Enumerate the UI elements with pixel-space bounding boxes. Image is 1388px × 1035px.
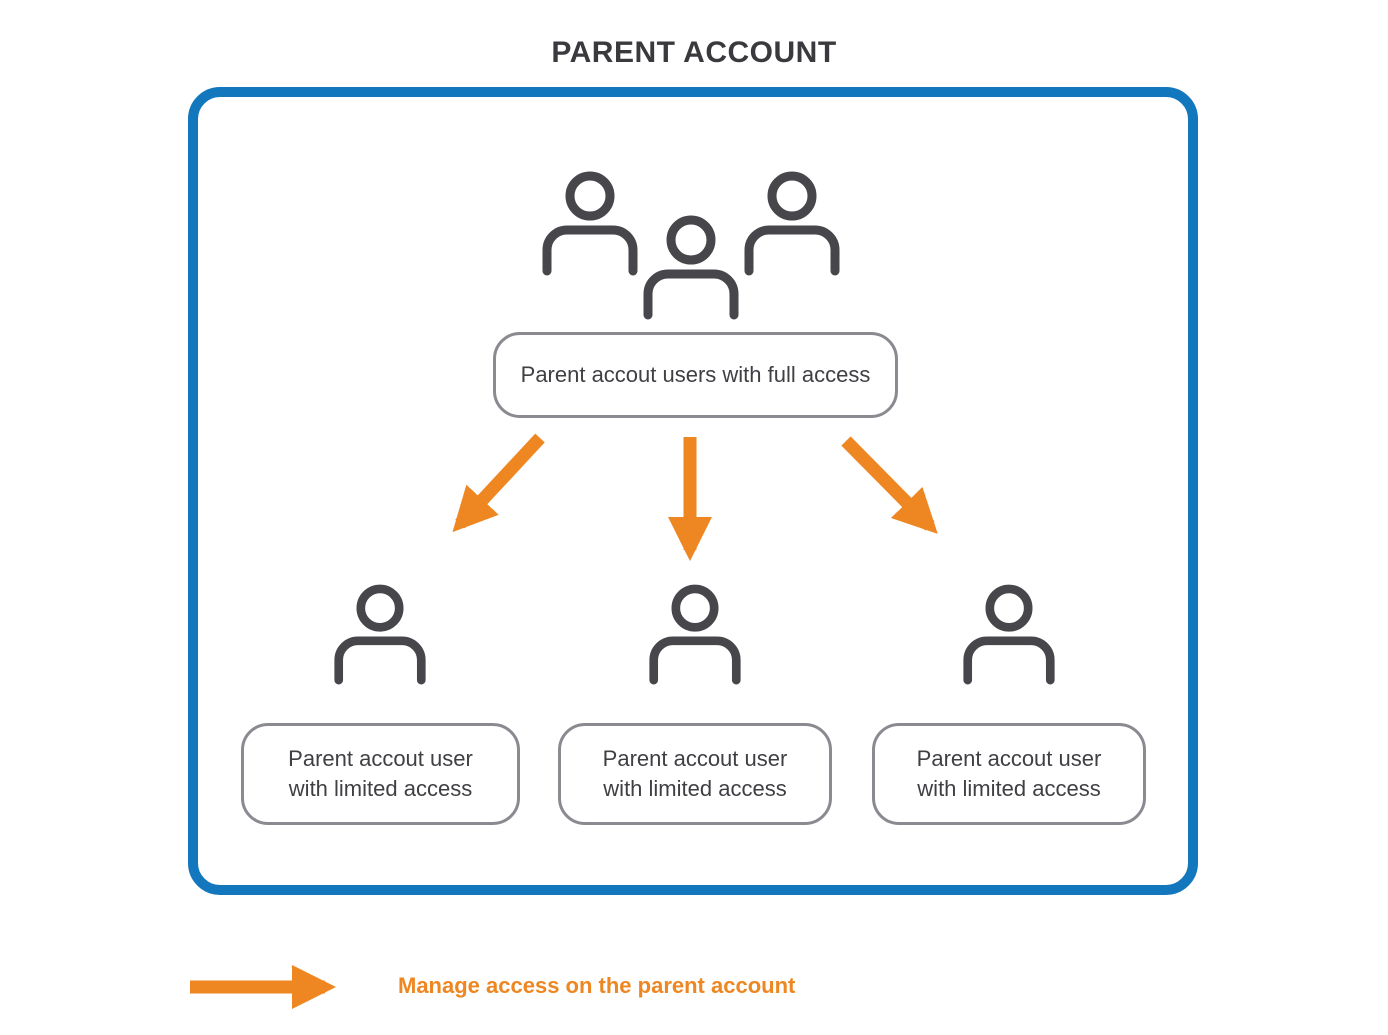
legend-label: Manage access on the parent account — [398, 973, 796, 998]
limited-access-label-line: Parent accout user — [602, 746, 788, 771]
limited-access-label-line: with limited access — [288, 776, 473, 801]
page-title: PARENT ACCOUNT — [551, 36, 837, 69]
limited-access-label-line: with limited access — [603, 776, 787, 801]
limited-access-label-box-2: Parent accout user with limited access — [558, 723, 832, 825]
limited-access-label-line: with limited access — [917, 776, 1101, 801]
limited-access-label-box-1: Parent accout user with limited access — [241, 723, 520, 825]
limited-user-icon-3 — [961, 584, 1057, 686]
limited-access-label-box-3: Parent accout user with limited access — [872, 723, 1146, 825]
limited-user-icon-1 — [332, 584, 428, 686]
full-access-label: Parent accout users with full access — [520, 362, 871, 387]
limited-access-label-line: Parent accout user — [916, 746, 1102, 771]
full-access-label-box: Parent accout users with full access — [493, 332, 898, 418]
limited-user-icon-2 — [647, 584, 743, 686]
three-person-group-icon — [540, 171, 842, 321]
limited-access-label-line: Parent accout user — [288, 746, 473, 771]
